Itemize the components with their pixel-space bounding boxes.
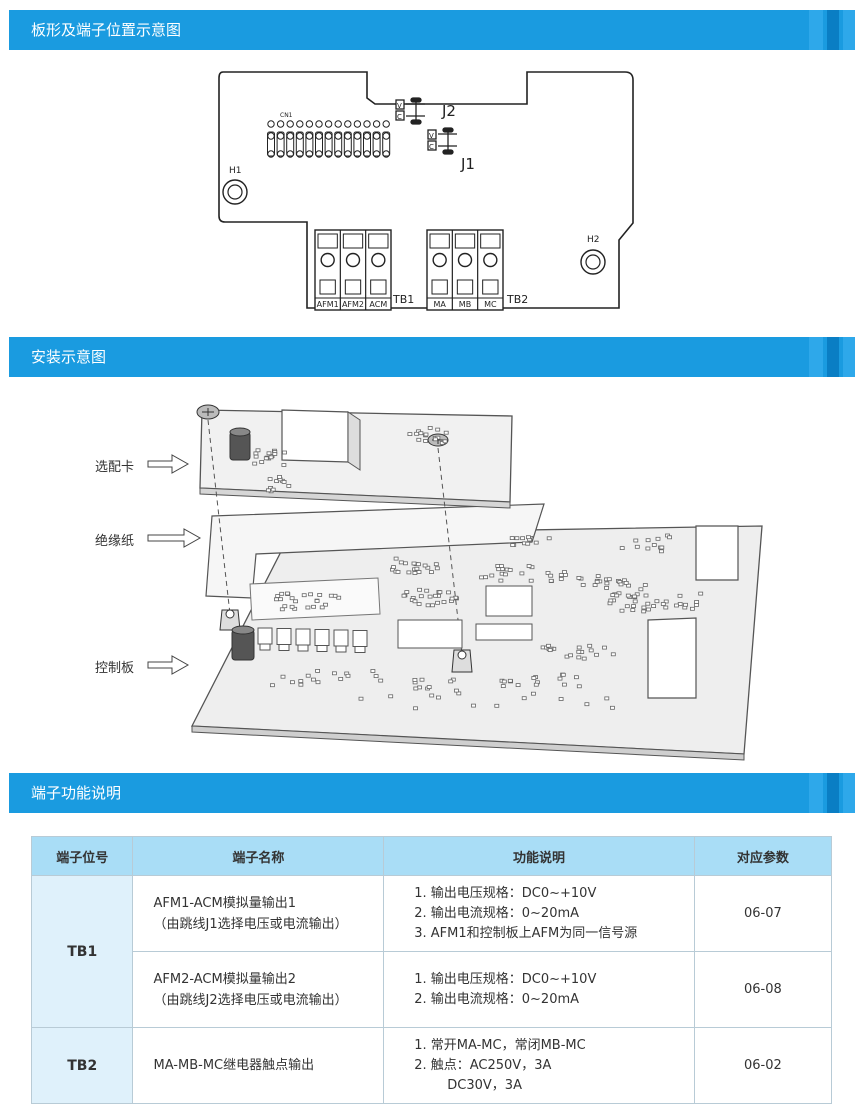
tb1-terminal-label: ACM xyxy=(369,300,387,309)
header-parameter: 对应参数 xyxy=(693,836,833,876)
terminal-function-table: 端子位号 端子名称 功能说明 对应参数 TB1 AFM1-ACM模拟量输出1 （… xyxy=(30,836,833,1104)
tb2-label: TB2 xyxy=(506,293,528,306)
terminal-name-cell: MA-MB-MC继电器触点输出 xyxy=(132,1027,385,1104)
j1-c-label: C xyxy=(429,143,434,151)
section-header-board-layout: 板形及端子位置示意图 xyxy=(9,10,855,50)
tb2-terminal-label: MC xyxy=(484,300,497,309)
name-line: AFM1-ACM模拟量输出1 xyxy=(153,895,296,911)
header-function: 功能说明 xyxy=(383,836,695,876)
table-header-row: 端子位号 端子名称 功能说明 对应参数 xyxy=(30,836,833,876)
section-title: 板形及端子位置示意图 xyxy=(31,21,182,39)
label-control-board: 控制板 xyxy=(95,661,135,676)
board-outline xyxy=(218,71,634,309)
j2-c-label: C xyxy=(397,113,402,121)
function-line: 1. 输出电压规格：DC0~+10V xyxy=(414,885,597,901)
name-line: AFM2-ACM模拟量输出2 xyxy=(153,971,296,987)
insulation-paper xyxy=(205,503,545,599)
section-header-terminal-function: 端子功能说明 xyxy=(9,773,855,813)
tb1-terminal-label: AFM1 xyxy=(317,300,339,309)
label-insulation-paper: 绝缘纸 xyxy=(95,534,135,549)
name-line: MA-MB-MC继电器触点输出 xyxy=(153,1058,315,1073)
standoff-right xyxy=(451,649,473,673)
table-row: AFM2-ACM模拟量输出2 （由跳线J2选择电压或电流输出） 1. 输出电压规… xyxy=(32,951,833,1028)
parameter-cell: 06-08 xyxy=(693,951,833,1028)
section-header-install: 安装示意图 xyxy=(9,337,855,377)
table-row: TB2 MA-MB-MC继电器触点输出 1. 常开MA-MC，常闭MB-MC 2… xyxy=(30,1027,833,1104)
j1-v-label: V xyxy=(429,132,434,140)
header-terminal-no: 端子位号 xyxy=(30,836,134,876)
name-line: （由跳线J2选择电压或电流输出） xyxy=(153,992,348,1008)
header-terminal-name: 端子名称 xyxy=(132,836,385,876)
j2-v-label: V xyxy=(397,102,402,110)
h1-label: H1 xyxy=(229,166,242,176)
control-board-potentiometer xyxy=(231,625,255,661)
function-cell: 1. 输出电压规格：DC0~+10V 2. 输出电流规格：0~20mA xyxy=(383,951,695,1028)
function-line: 1. 常开MA-MC，常闭MB-MC xyxy=(414,1037,586,1053)
parameter-cell: 06-02 xyxy=(693,1027,833,1104)
cn1-label: CN1 xyxy=(280,112,293,119)
function-line: 2. 输出电流规格：0~20mA xyxy=(414,905,580,921)
function-cell: 1. 常开MA-MC，常闭MB-MC 2. 触点：AC250V，3A DC30V… xyxy=(383,1027,695,1104)
function-line: 2. 触点：AC250V，3A xyxy=(414,1057,552,1073)
section-title: 安装示意图 xyxy=(31,348,107,366)
name-line: （由跳线J1选择电压或电流输出） xyxy=(153,916,348,932)
h2-label: H2 xyxy=(587,235,600,245)
jumper-j1: V C xyxy=(427,127,457,155)
mount-hole-h1: H1 xyxy=(222,166,248,205)
j1-label: J1 xyxy=(460,155,475,173)
label-option-card: 选配卡 xyxy=(95,460,135,475)
function-cell: 1. 输出电压规格：DC0~+10V 2. 输出电流规格：0~20mA 3. A… xyxy=(383,875,695,952)
function-line: DC30V，3A xyxy=(414,1077,522,1093)
header-decoration xyxy=(805,337,855,377)
tb1-terminal-label: AFM2 xyxy=(342,300,364,309)
section-title: 端子功能说明 xyxy=(31,784,122,802)
terminal-name-cell: AFM1-ACM模拟量输出1 （由跳线J1选择电压或电流输出） xyxy=(132,875,385,952)
tb2-terminal-label: MB xyxy=(459,300,471,309)
parameter-cell: 06-07 xyxy=(693,875,833,952)
tb2-terminal-label: MA xyxy=(433,300,446,309)
terminal-cell-tb1: TB1 xyxy=(30,875,134,1028)
connector-cn1: CN1 xyxy=(267,112,391,158)
terminal-cell-tb2: TB2 xyxy=(30,1027,134,1104)
screw-left xyxy=(196,404,220,420)
jumper-j2: V C xyxy=(395,97,425,125)
function-line: 3. AFM1和控制板上AFM为同一信号源 xyxy=(414,925,638,941)
function-line: 2. 输出电流规格：0~20mA xyxy=(414,991,580,1007)
j2-label: J2 xyxy=(441,102,456,120)
terminal-name-cell: AFM2-ACM模拟量输出2 （由跳线J2选择电压或电流输出） xyxy=(132,951,385,1028)
function-line: 1. 输出电压规格：DC0~+10V xyxy=(414,971,597,987)
terminal-block-tb2: MA MB MC TB2 xyxy=(426,229,528,311)
tb1-label: TB1 xyxy=(392,293,414,306)
mount-hole-h2: H2 xyxy=(580,235,606,275)
install-diagram xyxy=(190,404,763,761)
option-card-potentiometer xyxy=(229,427,251,461)
table-row: TB1 AFM1-ACM模拟量输出1 （由跳线J1选择电压或电流输出） 1. 输… xyxy=(30,875,833,1028)
header-decoration xyxy=(805,773,855,813)
header-decoration xyxy=(805,10,855,50)
